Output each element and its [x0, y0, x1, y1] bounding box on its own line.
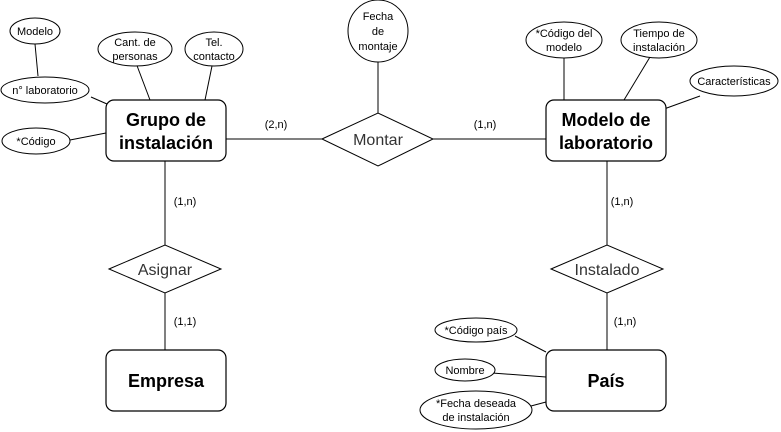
relationship-instalado: Instalado	[549, 244, 665, 294]
attribute-n-laboratorio: n° laboratorio	[0, 76, 90, 104]
entity-modelo-laboratorio: Modelo de laboratorio	[545, 99, 667, 162]
cardinality-modelo-instalado: (1,n)	[611, 196, 634, 208]
attribute-tiempo-instalacion-label-2: instalación	[633, 42, 685, 54]
attribute-tel-contacto: Tel. contacto	[184, 31, 244, 67]
attribute-codigo-label: *Código	[16, 136, 55, 148]
entity-grupo-label-2: instalación	[119, 133, 213, 153]
entity-modelo-label-2: laboratorio	[559, 133, 653, 153]
connectors	[34, 43, 701, 407]
entity-grupo-label-1: Grupo de	[126, 110, 206, 130]
attribute-caracteristicas: Características	[689, 65, 779, 97]
attribute-fecha-deseada: *Fecha deseada de instalación	[419, 390, 533, 430]
attribute-fecha-montaje-label-3: montaje	[358, 41, 397, 53]
attribute-cant-personas-label-2: personas	[112, 51, 158, 63]
attribute-codigo-modelo-label-2: modelo	[546, 42, 582, 54]
cardinality-asignar-empresa: (1,1)	[174, 316, 197, 328]
cardinality-instalado-pais: (1,n)	[614, 316, 637, 328]
attribute-codigo-modelo: *Código del modelo	[525, 21, 603, 59]
attribute-fecha-montaje: Fecha de montaje	[347, 0, 409, 63]
attribute-n-laboratorio-label: n° laboratorio	[12, 85, 78, 97]
entity-pais-label: País	[587, 371, 624, 391]
entity-empresa-label: Empresa	[128, 371, 205, 391]
cardinality-grupo-montar: (2,n)	[265, 119, 288, 131]
relationship-montar-label: Montar	[353, 132, 403, 149]
attribute-modelo: Modelo	[9, 17, 61, 45]
cardinality-grupo-asignar: (1,n)	[174, 196, 197, 208]
attribute-modelo-label: Modelo	[17, 26, 53, 38]
attribute-codigo-modelo-label-1: *Código del	[536, 28, 593, 40]
attribute-cant-personas: Cant. de personas	[97, 31, 173, 67]
attribute-fecha-montaje-label-1: Fecha	[363, 11, 394, 23]
attribute-tel-contacto-label-2: contacto	[193, 51, 235, 63]
entity-modelo-label-1: Modelo de	[562, 110, 651, 130]
relationship-asignar: Asignar	[107, 244, 223, 294]
attribute-cant-personas-label-1: Cant. de	[114, 37, 156, 49]
attribute-tiempo-instalacion-label-1: Tiempo de	[633, 28, 685, 40]
attribute-tiempo-instalacion: Tiempo de instalación	[620, 21, 698, 59]
attribute-nombre-label: Nombre	[445, 365, 484, 377]
attribute-fecha-montaje-label-2: de	[372, 26, 384, 38]
attribute-codigo: *Código	[1, 127, 71, 155]
attribute-nombre: Nombre	[434, 358, 496, 382]
relationship-asignar-label: Asignar	[138, 262, 193, 279]
attribute-codigo-pais-label: *Código país	[445, 325, 508, 337]
attribute-caracteristicas-label: Características	[697, 76, 771, 88]
attribute-tel-contacto-label-1: Tel.	[205, 37, 222, 49]
entity-grupo-instalacion: Grupo de instalación	[105, 99, 227, 162]
entity-pais: País	[545, 349, 667, 412]
cardinality-montar-modelo: (1,n)	[474, 119, 497, 131]
attribute-fecha-deseada-label-2: de instalación	[442, 412, 509, 424]
relationship-instalado-label: Instalado	[575, 262, 640, 279]
attribute-fecha-deseada-label-1: *Fecha deseada	[436, 398, 517, 410]
relationship-montar: Montar	[320, 112, 435, 167]
attribute-codigo-pais: *Código país	[434, 317, 518, 343]
entity-empresa: Empresa	[105, 349, 227, 412]
